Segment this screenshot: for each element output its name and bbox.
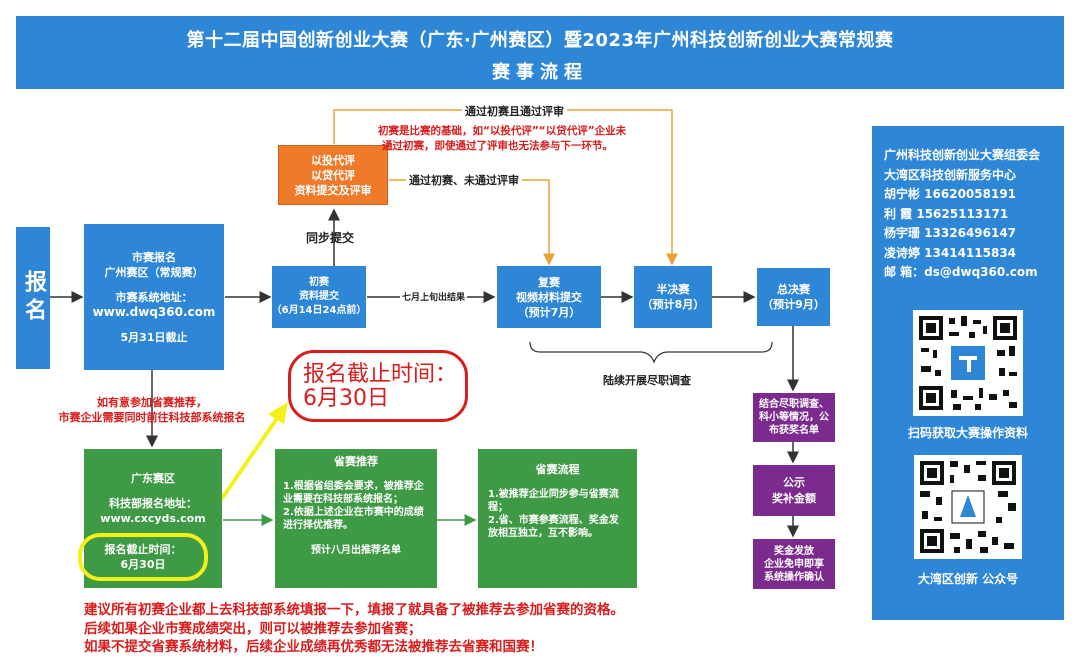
title-line1: 第十二届中国创新创业大赛（广东·广州赛区）暨2023年广州科技创新创业大赛常规赛: [186, 30, 894, 51]
semifinal-line: （预计8月）: [641, 298, 705, 311]
qr-code-wechat[interactable]: [914, 455, 1022, 559]
signup-tab: 报名: [16, 227, 50, 369]
guangdong-title: 广东赛区: [131, 472, 175, 485]
province-recommend-item: 1.根据省组委会要求，被推荐企业需要在科技部系统报名；: [283, 481, 424, 505]
sync-submit-label: 同步提交: [306, 231, 355, 245]
bottom-note-line: 如果不提交省赛系统材料，后续企业成绩再优秀都无法被推荐去省赛和国赛！: [84, 639, 543, 655]
signup-tab-label: 报名: [21, 270, 46, 326]
contact-row: 大湾区科技创新服务中心: [884, 167, 1017, 182]
prelim-note-line: 通过初赛，即使通过了评审也无法参与下一环节。: [382, 140, 613, 152]
public-notice-line: 公示: [783, 475, 805, 489]
city-signup-line: 市赛系统地址：: [115, 290, 193, 304]
prize-payout-line: 奖金发放: [774, 545, 814, 557]
invest-eval-line: 以投代评: [311, 153, 355, 167]
city-signup-line: 广州赛区（常规赛）: [104, 265, 204, 279]
qr-code-materials[interactable]: [913, 310, 1023, 416]
guangdong-spacer: [84, 486, 222, 496]
deadline-callout-line: 6月30日: [303, 386, 389, 411]
city-signup-url: www.dwq360.com: [92, 304, 216, 319]
semi-line: （预计7月）: [517, 305, 581, 319]
guangdong-deadline-line: 报名截止时间：: [104, 543, 182, 556]
final-line: 总决赛: [777, 283, 810, 296]
province-note: 如有意参加省赛推荐， 市赛企业需要同时前往科技部系统报名: [42, 395, 262, 425]
province-flow-item: 2.省、市赛参赛流程、奖金发放相互独立，互不影响。: [488, 515, 619, 539]
final-box: 总决赛 （预计9月）: [757, 268, 830, 326]
july-result-label: 七月上旬出结果: [400, 290, 468, 303]
contact-row: 邮 箱：ds@dwq360.com: [884, 265, 1038, 279]
city-signup-box: 市赛报名 广州赛区（常规赛） 市赛系统地址： www.dwq360.com 5月…: [84, 224, 224, 370]
pass-both-label: 通过初赛且通过评审: [462, 103, 567, 119]
public-notice-box: 公示 奖补金额: [753, 465, 835, 516]
bottom-note-line: 后续如果企业市赛成绩突出，则可以被推荐去参加省赛；: [84, 620, 422, 637]
final-line: （预计9月）: [762, 298, 825, 311]
province-flow-box: 省赛流程 1.被推荐企业同步参与省赛流程； 2.省、市赛参赛流程、奖金发放相互独…: [478, 449, 637, 588]
province-note-line: 如有意参加省赛推荐，: [97, 396, 207, 409]
prize-payout-line: 企业免申即享: [764, 558, 824, 570]
semifinal-box: 半决赛 （预计8月）: [634, 266, 712, 328]
prelim-line: 资料提交: [299, 291, 339, 302]
contact-row: 凌诗婷 13414115834: [884, 245, 1017, 260]
prelim-note: 初赛是比赛的基础，如“以投代评”“以贷代评”企业未 通过初赛，即使通过了评审也无…: [378, 124, 626, 154]
bottom-note-line: 建议所有初赛企业都上去科技部系统填报一下，填报了就具备了被推荐去参加省赛的资格。: [84, 602, 624, 618]
guangdong-addr-label: 科技部报名地址：: [109, 497, 197, 510]
semi-line: 复赛: [538, 275, 560, 289]
pass-not-eval-label: 通过初赛、未通过评审: [406, 172, 522, 188]
public-notice-line: 奖补金额: [772, 491, 816, 505]
contact-row: 杨宇珊 13326496147: [884, 226, 1017, 240]
contact-row: 胡宁彬 16620058191: [884, 187, 1017, 201]
title-banner: 第十二届中国创新创业大赛（广东·广州赛区）暨2023年广州科技创新创业大赛常规赛…: [16, 16, 1064, 89]
qr1-caption: 扫码获取大赛操作资料: [907, 426, 1028, 440]
province-recommend-item: 2.依据上述企业在市赛中的成绩进行择优推荐。: [283, 507, 424, 531]
invest-eval-line: 以贷代评: [311, 168, 355, 182]
contact-row: 广州科技创新创业大赛组委会: [884, 148, 1041, 162]
province-recommend-title: 省赛推荐: [334, 455, 378, 468]
award-list-box: 结合尽职调查、 科小等情况，公 布获奖名单: [753, 393, 835, 442]
award-list-line: 结合尽职调查、: [759, 399, 829, 410]
qr2-caption: 大湾区创新 公众号: [917, 572, 1019, 586]
province-note-line: 市赛企业需要同时前往科技部系统报名: [58, 411, 246, 424]
invest-eval-box: 以投代评 以贷代评 资料提交及评审: [278, 145, 388, 205]
province-recommend-footer: 预计八月出推荐名单: [311, 545, 401, 556]
prelim-line: 初赛: [309, 277, 329, 288]
deadline-callout: 报名截止时间： 6月30日: [288, 350, 468, 422]
due-diligence-label: 陆续开展尽职调查: [603, 374, 691, 387]
semifinal-line: 半决赛: [656, 283, 690, 296]
guangdong-deadline-ellipse: 报名截止时间： 6月30日: [78, 533, 208, 581]
prize-payout-box: 奖金发放 企业免申即享 系统操作确认: [753, 539, 835, 589]
bottom-notes: 建议所有初赛企业都上去科技部系统填报一下，填报了就具备了被推荐去参加省赛的资格。…: [84, 601, 624, 657]
prelim-box: 初赛 资料提交 （6月14日24点前）: [272, 266, 366, 328]
guangdong-addr: www.cxcyds.com: [100, 512, 206, 525]
guangdong-deadline-line: 6月30日: [120, 558, 166, 571]
award-list-line: 布获奖名单: [769, 425, 819, 436]
semi-line: 视频材料提交: [516, 290, 582, 304]
province-flow-title: 省赛流程: [535, 463, 580, 476]
qr-code-icon: [913, 310, 1023, 416]
invest-eval-line: 资料提交及评审: [294, 183, 372, 197]
semi-box: 复赛 视频材料提交 （预计7月）: [497, 266, 601, 328]
contact-row: 利 霞 15625113171: [884, 206, 1009, 221]
province-flow-item: 1.被推荐企业同步参与省赛流程；: [488, 489, 619, 513]
city-signup-line: 5月31日截止: [120, 330, 188, 344]
qr-code-icon: [914, 455, 1022, 559]
prelim-line: （6月14日24点前）: [271, 305, 367, 316]
prelim-note-line: 初赛是比赛的基础，如“以投代评”“以贷代评”企业未: [378, 125, 627, 137]
prize-payout-line: 系统操作确认: [764, 571, 824, 583]
title-line2: 赛事流程: [492, 62, 588, 83]
deadline-callout-line: 报名截止时间：: [303, 362, 458, 387]
award-list-line: 科小等情况，公: [759, 412, 829, 423]
city-signup-line: 市赛报名: [132, 250, 176, 264]
province-recommend-box: 省赛推荐 1.根据省组委会要求，被推荐企业需要在科技部系统报名； 2.依据上述企…: [275, 449, 437, 588]
